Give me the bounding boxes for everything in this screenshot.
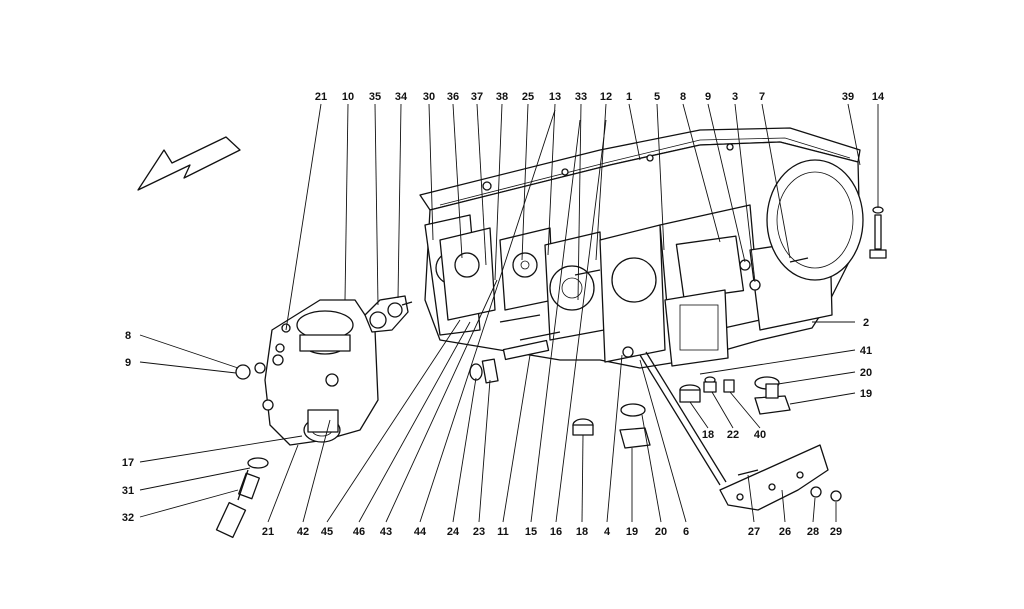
- callout-label: 40: [754, 429, 766, 441]
- bolt: [869, 206, 887, 259]
- callout-label: 31: [122, 485, 134, 497]
- callout-label: 37: [471, 91, 483, 103]
- callout-label: 8: [680, 91, 686, 103]
- mounting-bracket: [719, 444, 842, 511]
- callout-label: 22: [727, 429, 739, 441]
- callout-label: 2: [863, 317, 869, 329]
- callout-label: 28: [807, 526, 819, 538]
- callout-label: 15: [525, 526, 537, 538]
- oil-pump: [364, 295, 413, 333]
- breather-pipe: [622, 346, 727, 486]
- callout-label: 42: [297, 526, 309, 538]
- callout-label: 41: [860, 345, 872, 357]
- callout-label: 7: [759, 91, 765, 103]
- callout-label: 43: [380, 526, 392, 538]
- callout-label: 9: [705, 91, 711, 103]
- callout-label: 32: [122, 512, 134, 524]
- callout-label: 35: [369, 91, 381, 103]
- callout-label: 1: [626, 91, 632, 103]
- right-labels: 2 41 20 19: [860, 317, 872, 400]
- callout-label: 4: [604, 526, 611, 538]
- callout-label: 24: [447, 526, 460, 538]
- callout-label: 11: [497, 526, 509, 538]
- callout-label: 25: [522, 91, 534, 103]
- callout-label: 21: [315, 91, 327, 103]
- callout-label: 33: [575, 91, 587, 103]
- callout-label: 20: [860, 367, 872, 379]
- middle-labels: 18 22 40: [702, 429, 766, 441]
- callout-label: 3: [732, 91, 738, 103]
- callout-label: 5: [654, 91, 660, 103]
- callout-label: 29: [830, 526, 842, 538]
- gearbox-housing: [419, 127, 864, 369]
- callout-label: 17: [122, 457, 134, 469]
- sensor-assembly: [215, 457, 269, 539]
- callout-label: 18: [576, 526, 588, 538]
- callout-label: 16: [550, 526, 562, 538]
- callout-label: 45: [321, 526, 333, 538]
- callout-label: 27: [748, 526, 760, 538]
- plugs-and-seals: [469, 339, 791, 449]
- callout-label: 6: [683, 526, 689, 538]
- callout-label: 30: [423, 91, 435, 103]
- callout-label: 26: [779, 526, 791, 538]
- callout-label: 46: [353, 526, 365, 538]
- callout-label: 8: [125, 330, 131, 342]
- callout-label: 18: [702, 429, 714, 441]
- callout-label: 36: [447, 91, 459, 103]
- callout-label: 12: [600, 91, 612, 103]
- top-labels: 21 10 35 34 30 36 37 38 25 13 33 12 1 5 …: [315, 91, 885, 103]
- callout-label: 39: [842, 91, 854, 103]
- callout-label: 23: [473, 526, 485, 538]
- callout-label: 9: [125, 357, 131, 369]
- callout-label: 34: [395, 91, 408, 103]
- bottom-labels: 21 42 45 46 43 44 24 23 11 15 16 18 4 19…: [262, 526, 842, 538]
- callout-label: 10: [342, 91, 354, 103]
- callout-label: 38: [496, 91, 508, 103]
- callout-label: 44: [414, 526, 427, 538]
- callout-label: 14: [872, 91, 885, 103]
- leader-lines: [139, 103, 879, 523]
- left-labels: 8 9 17 31 32: [122, 330, 134, 524]
- side-cover: [235, 299, 379, 446]
- callout-label: 19: [626, 526, 638, 538]
- direction-arrow-icon: [137, 136, 241, 191]
- callout-label: 21: [262, 526, 274, 538]
- callout-label: 13: [549, 91, 561, 103]
- callout-label: 20: [655, 526, 667, 538]
- callout-label: 19: [860, 388, 872, 400]
